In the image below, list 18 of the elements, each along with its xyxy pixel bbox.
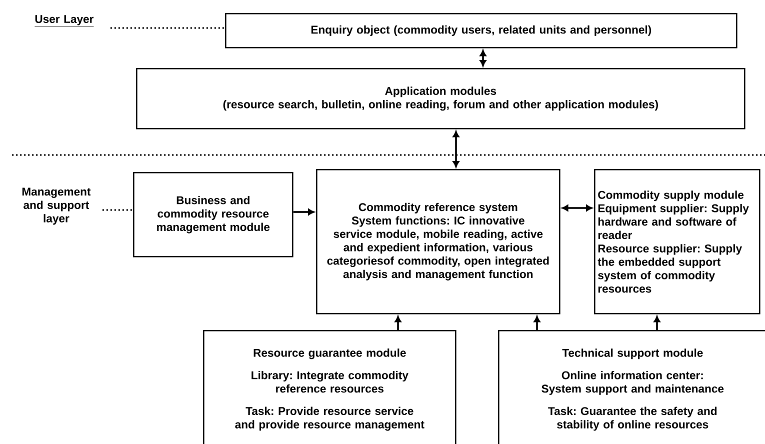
module-box: Commodity supply module Equipment supplier: Supply hardware and software of reader Resource supplier: Supply the embedded support system of commodity resources [594, 169, 760, 314]
leader-line [102, 209, 133, 211]
arrow [480, 50, 486, 66]
arrow [562, 204, 592, 212]
module-box: Business and commodity resource management module [133, 172, 294, 258]
module-box: Application modules (resource search, bulletin, online reading, forum and other application modules) [136, 68, 746, 130]
layer-label: User Layer [34, 15, 94, 27]
leader-line [110, 27, 225, 29]
arrow [293, 208, 314, 216]
layer-label: Management and support layer [22, 188, 91, 225]
arrow [654, 316, 660, 330]
module-box: Resource guarantee module Library: Integrate commodity reference resources Task: Provide resource service and provide resource management [203, 330, 456, 444]
module-box: Technical support module Online information center: System support and maintenance Task: Guarantee the safety and stability of online resources [498, 330, 765, 444]
arrow [534, 316, 540, 330]
arrow [452, 131, 460, 168]
module-box: Enquiry object (commodity users, related units and personnel) [225, 13, 738, 48]
arrow [394, 316, 402, 330]
module-box: Commodity reference system System functions: IC innovative service module, mobile reading, active and expedient information, various categoriesof commodity, open integrated analysis and management function [316, 169, 560, 314]
